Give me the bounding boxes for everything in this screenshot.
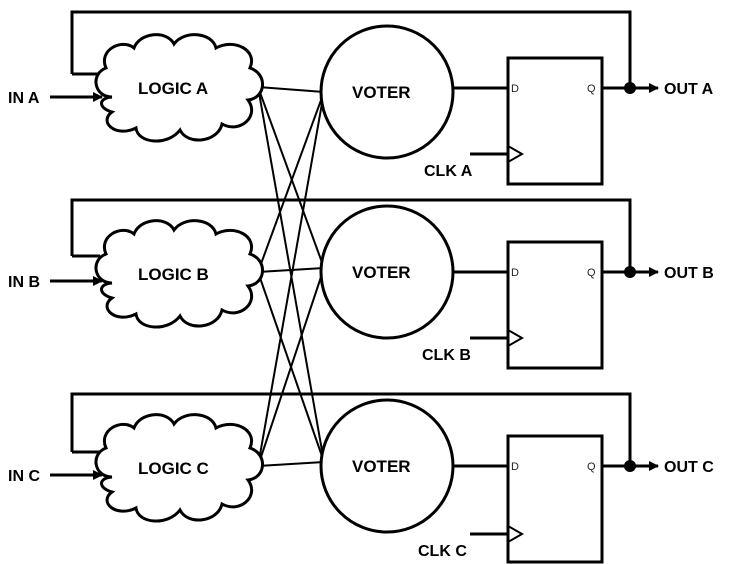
q-pin-b: Q — [587, 267, 596, 279]
voter-label-b: VOTER — [352, 263, 411, 282]
junction-dot-a — [624, 82, 636, 94]
flipflop-b — [506, 240, 604, 370]
feedback-wire-a — [70, 10, 632, 88]
d-pin-b: D — [511, 267, 519, 279]
logic-label-c: LOGIC C — [138, 459, 209, 478]
channel-c: IN C LOGIC C VOTER D Q CLK C OUT C — [8, 392, 714, 564]
output-label-a: OUT A — [664, 81, 714, 98]
logic-label-b: LOGIC B — [138, 265, 209, 284]
junction-dot-c — [624, 460, 636, 472]
input-label-c: IN C — [8, 468, 40, 485]
channel-b: IN B LOGIC B VOTER D Q CLK B OUT B — [8, 198, 714, 370]
voter-circle-a — [319, 24, 455, 160]
flipflop-c — [506, 434, 604, 564]
crossbar-wires — [257, 86, 325, 467]
clock-triangle-c — [507, 525, 525, 543]
voter-label-a: VOTER — [352, 83, 411, 102]
clock-label-a: CLK A — [424, 163, 473, 180]
output-label-c: OUT C — [664, 459, 714, 476]
channel-a: IN A LOGIC A VOTER D Q CLK A OUT A — [8, 10, 714, 186]
clock-triangle-b — [507, 329, 525, 347]
q-pin-c: Q — [587, 461, 596, 473]
d-pin-a: D — [511, 83, 519, 95]
flipflop-a — [506, 56, 604, 186]
input-label-b: IN B — [8, 274, 40, 291]
q-pin-a: Q — [587, 83, 596, 95]
junction-dot-b — [624, 266, 636, 278]
clock-label-c: CLK C — [418, 543, 467, 560]
feedback-wire-c — [70, 392, 632, 466]
clock-label-b: CLK B — [422, 347, 471, 364]
output-label-b: OUT B — [664, 265, 714, 282]
feedback-wire-b — [70, 198, 632, 272]
d-pin-c: D — [511, 461, 519, 473]
logic-label-a: LOGIC A — [138, 79, 208, 98]
voter-label-c: VOTER — [352, 457, 411, 476]
clock-triangle-a — [507, 145, 525, 163]
input-label-a: IN A — [8, 90, 40, 107]
